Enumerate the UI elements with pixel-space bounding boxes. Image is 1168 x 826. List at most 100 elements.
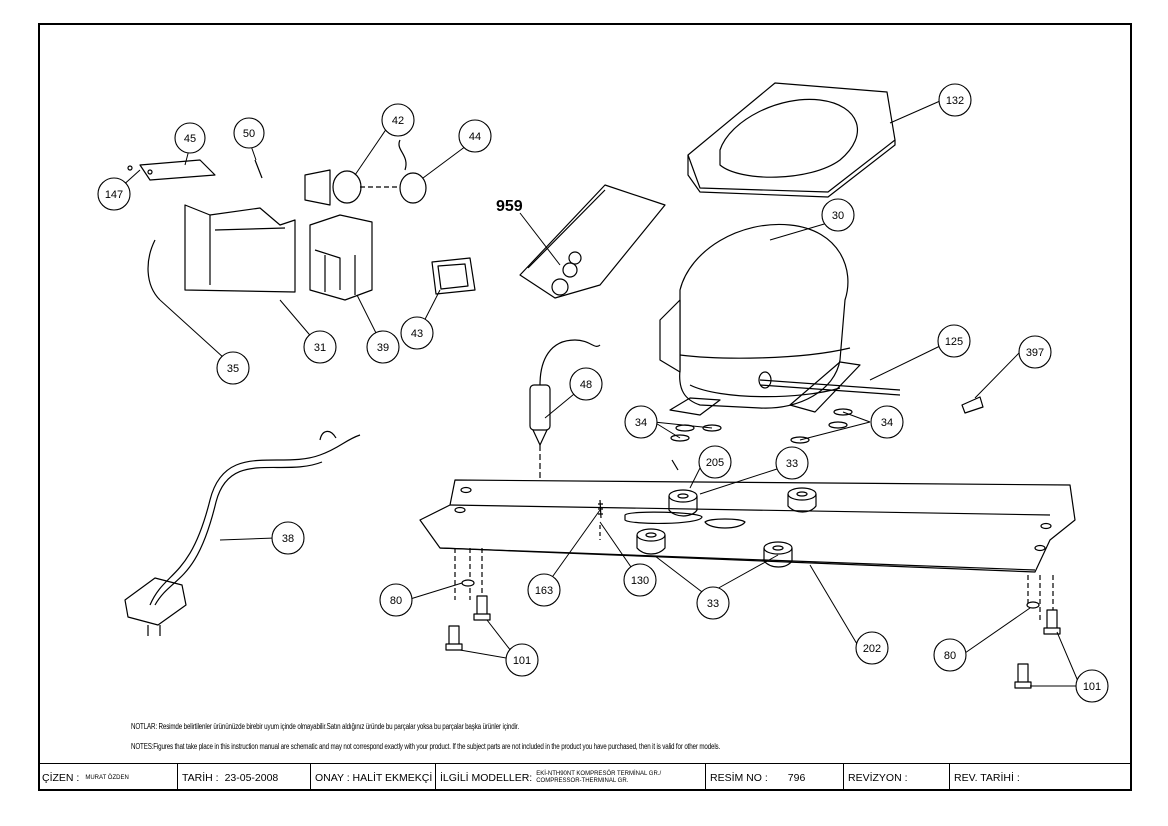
callout-label-35: 35 bbox=[227, 363, 239, 375]
callout-80-left bbox=[379, 583, 413, 617]
callout-33-bottom bbox=[696, 586, 730, 620]
title-block: ÇİZEN : MURAT ÖZDEN TARİH : 23-05-2008 O… bbox=[38, 763, 1132, 791]
callout-label-33-top: 33 bbox=[786, 458, 798, 470]
callout-label-397: 397 bbox=[1026, 347, 1044, 359]
callout-label-80-left: 80 bbox=[390, 595, 402, 607]
grommet-part-33-c bbox=[763, 541, 793, 568]
callout-label-48: 48 bbox=[580, 379, 592, 391]
callout-label-205: 205 bbox=[706, 457, 724, 469]
drawn-by-label: ÇİZEN : bbox=[42, 771, 80, 784]
date-label: TARİH : bbox=[182, 771, 219, 784]
callout-34-right bbox=[870, 405, 904, 439]
callout-label-50: 50 bbox=[243, 128, 255, 140]
drawing-sheet bbox=[38, 23, 1132, 791]
date-value: 23-05-2008 bbox=[224, 771, 279, 784]
callout-397 bbox=[1018, 335, 1052, 369]
callout-label-101-left: 101 bbox=[513, 655, 531, 667]
grommet-part-205 bbox=[668, 459, 698, 517]
callout-label-101-right: 101 bbox=[1083, 681, 1101, 693]
callout-label-42: 42 bbox=[392, 115, 404, 127]
callout-label-44: 44 bbox=[469, 131, 481, 143]
callout-48 bbox=[569, 367, 603, 401]
terminal-block-part-39 bbox=[309, 214, 373, 301]
revision-cell: REVİZYON : bbox=[844, 764, 950, 791]
callout-147 bbox=[97, 177, 131, 211]
callout-34-left bbox=[624, 405, 658, 439]
related-models-label: İLGİLİ MODELLER: bbox=[440, 771, 533, 784]
callout-label-30: 30 bbox=[832, 210, 844, 222]
callout-30 bbox=[821, 198, 855, 232]
pipe-part-125 bbox=[759, 384, 901, 396]
callout-39 bbox=[366, 330, 400, 364]
overload-part-43 bbox=[431, 257, 476, 295]
callout-label-130: 130 bbox=[631, 575, 649, 587]
grommet-part-33-b bbox=[636, 528, 666, 555]
callout-205 bbox=[698, 445, 732, 479]
cover-part-31 bbox=[184, 204, 296, 293]
callout-label-39: 39 bbox=[377, 342, 389, 354]
related-models-line-2: COMPRESSOR-THERMINAL GR. bbox=[536, 777, 629, 784]
drawn-by-cell: ÇİZEN : MURAT ÖZDEN bbox=[38, 764, 178, 791]
bolt-part-101-b bbox=[1014, 609, 1061, 689]
callout-163 bbox=[527, 573, 561, 607]
callout-label-34-left: 34 bbox=[635, 417, 647, 429]
drawn-by-value: MURAT ÖZDEN bbox=[85, 774, 129, 781]
callout-132 bbox=[938, 83, 972, 117]
related-models-line-1: EKİ-NTH90NT KOMPRESÖR TERMİNAL GR./ bbox=[536, 770, 662, 777]
screw-part-163 bbox=[598, 499, 603, 519]
callout-45 bbox=[174, 122, 206, 154]
wire-part-35 bbox=[147, 239, 161, 301]
callout-80-right bbox=[933, 638, 967, 672]
base-plate-part-202 bbox=[419, 479, 1076, 573]
callout-label-132: 132 bbox=[946, 95, 964, 107]
callout-label-80-right: 80 bbox=[944, 650, 956, 662]
drawing-number-value: 796 bbox=[787, 771, 806, 784]
callout-101-right bbox=[1075, 669, 1109, 703]
callout-label-147: 147 bbox=[105, 189, 123, 201]
callout-44 bbox=[458, 119, 492, 153]
screw-part-50 bbox=[254, 159, 263, 179]
drawing-number-cell: RESİM NO : 796 bbox=[706, 764, 844, 791]
callout-33-top bbox=[775, 446, 809, 480]
callout-101-left bbox=[505, 643, 539, 677]
fitting-part-397 bbox=[961, 396, 984, 414]
callout-38 bbox=[271, 521, 305, 555]
approved-cell: ONAY : HALİT EKMEKÇİ bbox=[311, 764, 436, 791]
related-models-cell: İLGİLİ MODELLER: EKİ-NTH90NT KOMPRESÖR T… bbox=[436, 764, 706, 791]
terminal-part-44 bbox=[398, 139, 427, 204]
revision-label: REVİZYON : bbox=[848, 771, 908, 784]
callout-label-34-right: 34 bbox=[881, 417, 893, 429]
notes-turkish: NOTLAR: Resimde belirtilenler ürününüzde… bbox=[131, 722, 519, 731]
approved-label: ONAY : HALİT EKMEKÇİ bbox=[315, 771, 433, 784]
bracket-part-959 bbox=[519, 184, 666, 299]
callout-202 bbox=[855, 631, 889, 665]
callout-label-163: 163 bbox=[535, 585, 553, 597]
callout-label-43: 43 bbox=[411, 328, 423, 340]
notes-english: NOTES:Figures that take place in this in… bbox=[131, 742, 721, 751]
callout-label-38: 38 bbox=[282, 533, 294, 545]
date-cell: TARİH : 23-05-2008 bbox=[178, 764, 311, 791]
drawing-number-label: RESİM NO : bbox=[710, 771, 768, 784]
callout-50 bbox=[233, 117, 265, 149]
callout-label-125: 125 bbox=[945, 336, 963, 348]
callout-130 bbox=[623, 563, 657, 597]
callout-label-202: 202 bbox=[863, 643, 881, 655]
revision-date-cell: REV. TARİHİ : bbox=[950, 764, 1132, 791]
callout-42 bbox=[381, 103, 415, 137]
callout-125 bbox=[937, 324, 971, 358]
callout-label-33-bottom: 33 bbox=[707, 598, 719, 610]
related-models-value: EKİ-NTH90NT KOMPRESÖR TERMİNAL GR./ COMP… bbox=[536, 771, 661, 785]
power-cable-part-38 bbox=[124, 430, 361, 636]
relay-part-42 bbox=[304, 169, 362, 206]
foot-part-80-a bbox=[461, 579, 475, 587]
capacitor-part-48 bbox=[529, 339, 601, 490]
callout-35 bbox=[216, 351, 250, 385]
compressor-part-30 bbox=[659, 223, 851, 409]
grommet-part-33-a bbox=[787, 487, 817, 513]
callout-43 bbox=[400, 316, 434, 350]
leader-lines bbox=[119, 100, 1081, 687]
callout-label-45: 45 bbox=[184, 133, 196, 145]
clip-part-45 bbox=[139, 159, 216, 181]
foot-part-80-b bbox=[1026, 601, 1040, 609]
